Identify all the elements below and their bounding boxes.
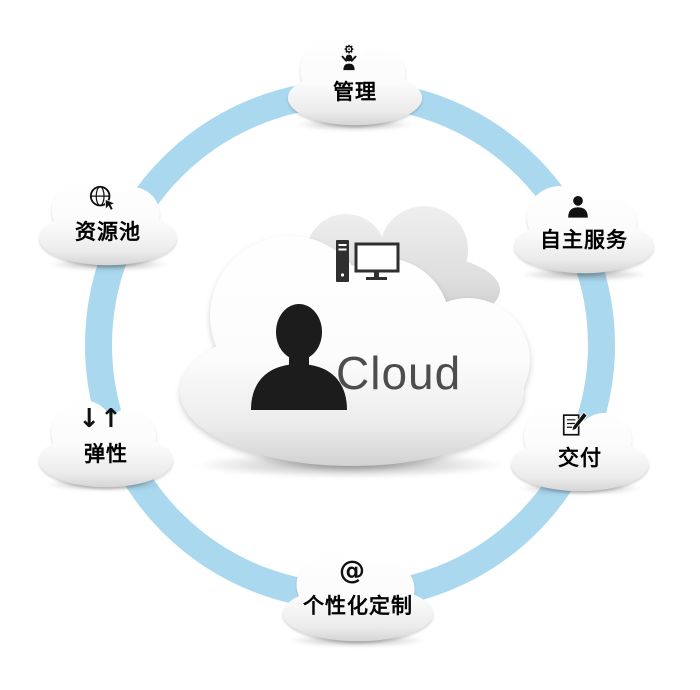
node-label: 管理	[333, 81, 377, 104]
node-personalization: @ 个性化定制	[276, 544, 440, 642]
node-elasticity: ↓↑ 弹性	[33, 392, 179, 488]
node-resource-pool: 资源池	[33, 170, 183, 266]
cloud-shadow	[520, 268, 648, 281]
down-up-arrows-icon: ↓↑	[78, 404, 122, 434]
cloud-label: Cloud	[336, 347, 462, 399]
computer-tower-monitor-icon	[336, 240, 400, 282]
node-label: 弹性	[84, 443, 128, 466]
node-label: 交付	[558, 447, 602, 470]
globe-cursor-icon	[89, 185, 117, 211]
at-sign-icon: @	[339, 556, 365, 586]
person-silhouette-icon	[251, 304, 347, 410]
node-management: 管理	[282, 30, 428, 126]
node-label: 资源池	[75, 221, 141, 244]
node-label: 自主服务	[540, 229, 628, 252]
central-cloud: Cloud	[172, 202, 532, 470]
node-label: 个性化定制	[303, 595, 413, 618]
person-icon	[568, 196, 588, 218]
person-gear-icon	[341, 44, 357, 71]
node-delivery: 交付	[505, 396, 655, 492]
node-self-service: 自主服务	[508, 178, 660, 274]
pencil-paper-icon	[562, 411, 588, 436]
